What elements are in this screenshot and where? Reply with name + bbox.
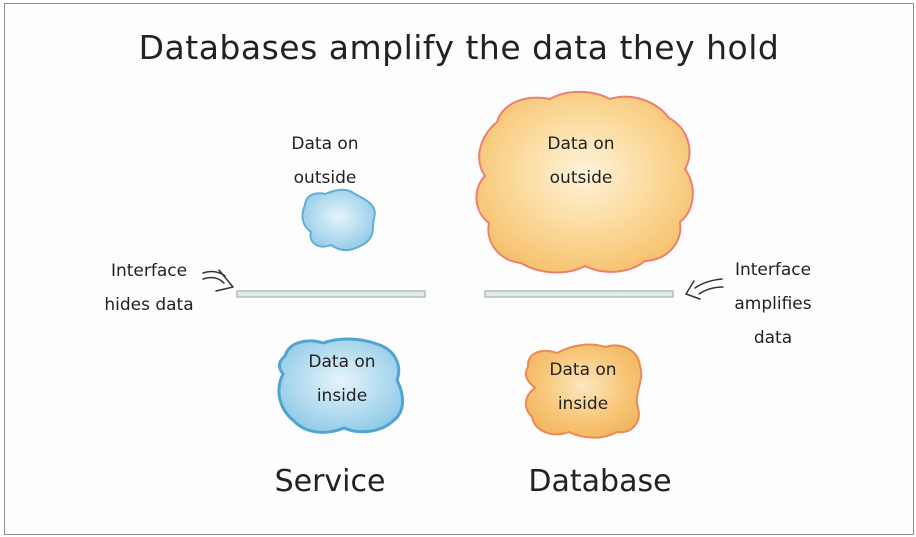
service-column-label: Service — [274, 464, 386, 499]
database-inside-line2: inside — [557, 394, 609, 414]
right-annotation-line1: Interface — [734, 260, 812, 280]
service-outside-blob — [301, 188, 376, 252]
left-annotation-line2: hides data — [104, 295, 194, 315]
service-interface-bar — [236, 290, 426, 298]
database-inside-line1: Data on — [549, 360, 617, 380]
left-arrow-icon — [202, 269, 234, 292]
database-inside-label: Data on inside — [528, 353, 638, 421]
service-inside-line2: inside — [316, 386, 368, 406]
database-interface-bar — [484, 290, 674, 298]
left-annotation: Interface hides data — [89, 254, 209, 322]
database-outside-line1: Data on — [547, 134, 615, 154]
service-inside-label: Data on inside — [287, 345, 397, 413]
service-outside-label: Data on outside — [270, 127, 380, 195]
database-outside-blob — [475, 90, 694, 274]
database-column-label: Database — [528, 464, 672, 499]
right-arrow-icon — [685, 278, 724, 300]
diagram-artwork — [202, 90, 724, 439]
right-annotation-line2: amplifies — [734, 294, 812, 314]
service-outside-line1: Data on — [291, 134, 359, 154]
service-outside-line2: outside — [293, 168, 357, 188]
database-outside-line2: outside — [549, 168, 613, 188]
right-annotation: Interface amplifies data — [713, 253, 833, 355]
right-annotation-line3: data — [753, 328, 793, 348]
database-outside-label: Data on outside — [526, 127, 636, 195]
diagram-title: Databases amplify the data they hold — [138, 28, 780, 67]
database-inside-blob — [524, 343, 643, 439]
diagram-frame: Databases amplify the data they hold Dat… — [4, 3, 914, 535]
service-inside-line1: Data on — [308, 352, 376, 372]
left-annotation-line1: Interface — [110, 261, 188, 281]
service-inside-blob — [277, 337, 404, 434]
